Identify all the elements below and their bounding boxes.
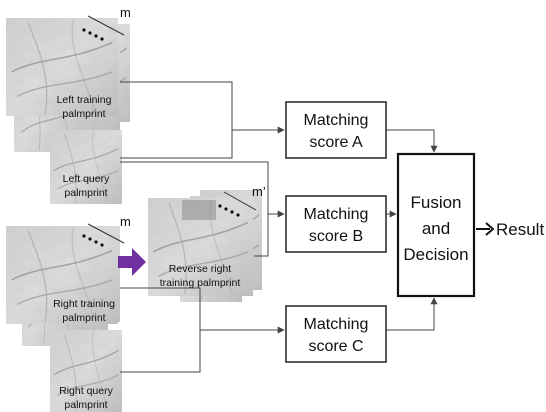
left-query-label-line1: Left query <box>63 173 110 185</box>
fusion-line1: Fusion <box>410 193 461 212</box>
reverse-right-label-line1: Reverse right <box>169 263 232 275</box>
reverse-stack-bracket <box>223 191 257 211</box>
right-query-palmprint: Right query palmprint <box>50 330 122 412</box>
left-training-stack: m Left training palmprint <box>6 5 131 152</box>
right-training-label-line2: palmprint <box>62 312 105 324</box>
reverse-right-label-line2: training palmprint <box>160 277 241 289</box>
left-query-label-line2: palmprint <box>64 187 107 199</box>
result-output: Result <box>476 220 544 239</box>
fusion-line2: and <box>422 219 450 238</box>
matching-score-a-box: Matching score A <box>285 101 387 159</box>
right-query-label-line1: Right query <box>59 385 113 397</box>
fusion-line3: Decision <box>403 245 468 264</box>
right-stack-bracket <box>87 223 125 244</box>
reverse-arrow-icon <box>118 248 146 276</box>
result-label: Result <box>496 220 544 239</box>
right-training-label-line1: Right training <box>53 298 115 310</box>
fusion-decision-box: Fusion and Decision <box>396 152 476 298</box>
score-c-line1: Matching <box>304 316 369 333</box>
matching-score-b-box: Matching score B <box>285 195 387 253</box>
result-arrow-icon <box>485 222 495 236</box>
right-query-label-line2: palmprint <box>64 399 107 411</box>
score-a-line1: Matching <box>304 112 369 129</box>
reverse-right-training-stack: m’ Reverse right training palmprint <box>148 184 266 302</box>
score-a-line2: score A <box>309 134 363 151</box>
right-stack-count-label: m <box>120 214 131 229</box>
reverse-stack-count-label: m’ <box>252 184 266 199</box>
left-training-label-line2: palmprint <box>62 108 105 120</box>
left-stack-bracket <box>87 15 125 36</box>
score-c-line2: score C <box>308 338 363 355</box>
score-b-line1: Matching <box>304 206 369 223</box>
right-stack-dots <box>82 234 104 247</box>
left-stack-dots <box>82 28 104 41</box>
left-query-palmprint: Left query palmprint <box>50 130 122 204</box>
left-stack-count-label: m <box>120 5 131 20</box>
score-b-line2: score B <box>309 228 363 245</box>
left-training-label-line1: Left training <box>57 94 112 106</box>
matching-score-c-box: Matching score C <box>285 305 387 363</box>
right-training-stack: m Right training palmprint <box>6 214 131 346</box>
reverse-stack-dots <box>218 204 240 217</box>
connector-lines <box>120 81 438 373</box>
reverse-right-image <box>148 190 262 302</box>
